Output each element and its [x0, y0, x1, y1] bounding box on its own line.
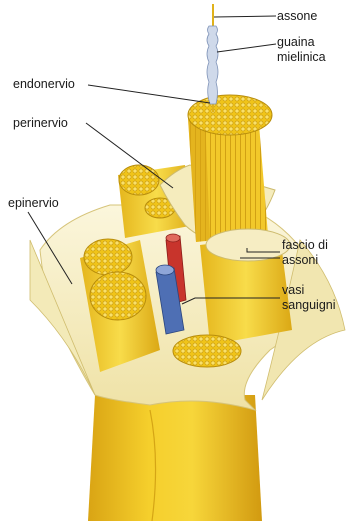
leader-guaina [217, 44, 276, 52]
nerve-trunk [88, 395, 262, 521]
leader-endonervio [88, 85, 210, 103]
label-vasi: vasi [282, 283, 336, 298]
label-assone: assone [277, 9, 317, 24]
label-mielinica: mielinica [277, 50, 326, 65]
fascicle-front-left-end-mid [90, 272, 146, 320]
label-assoni: assoni [282, 253, 328, 268]
label-guaina-mielinica: guaina mielinica [277, 35, 326, 65]
central-fascicle-top [188, 95, 272, 135]
label-epinervio: epinervio [8, 196, 59, 211]
label-fascio-di-assoni: fascio di assoni [282, 238, 328, 268]
fascicle-back-left-end [119, 165, 159, 195]
fascicle-front-left-end-top [84, 239, 132, 275]
fascicle-right-end [206, 229, 290, 261]
leader-assone [214, 16, 276, 17]
label-endonervio: endonervio [13, 77, 75, 92]
artery-lumen [166, 234, 180, 242]
myelin-sheath [207, 26, 218, 104]
label-perinervio: perinervio [13, 116, 68, 131]
label-sanguigni: sanguigni [282, 298, 336, 313]
label-guaina: guaina [277, 35, 326, 50]
label-vasi-sanguigni: vasi sanguigni [282, 283, 336, 313]
fascicle-small-bottom [173, 335, 241, 367]
vein-lumen [156, 265, 174, 275]
label-fascio-di: fascio di [282, 238, 328, 253]
